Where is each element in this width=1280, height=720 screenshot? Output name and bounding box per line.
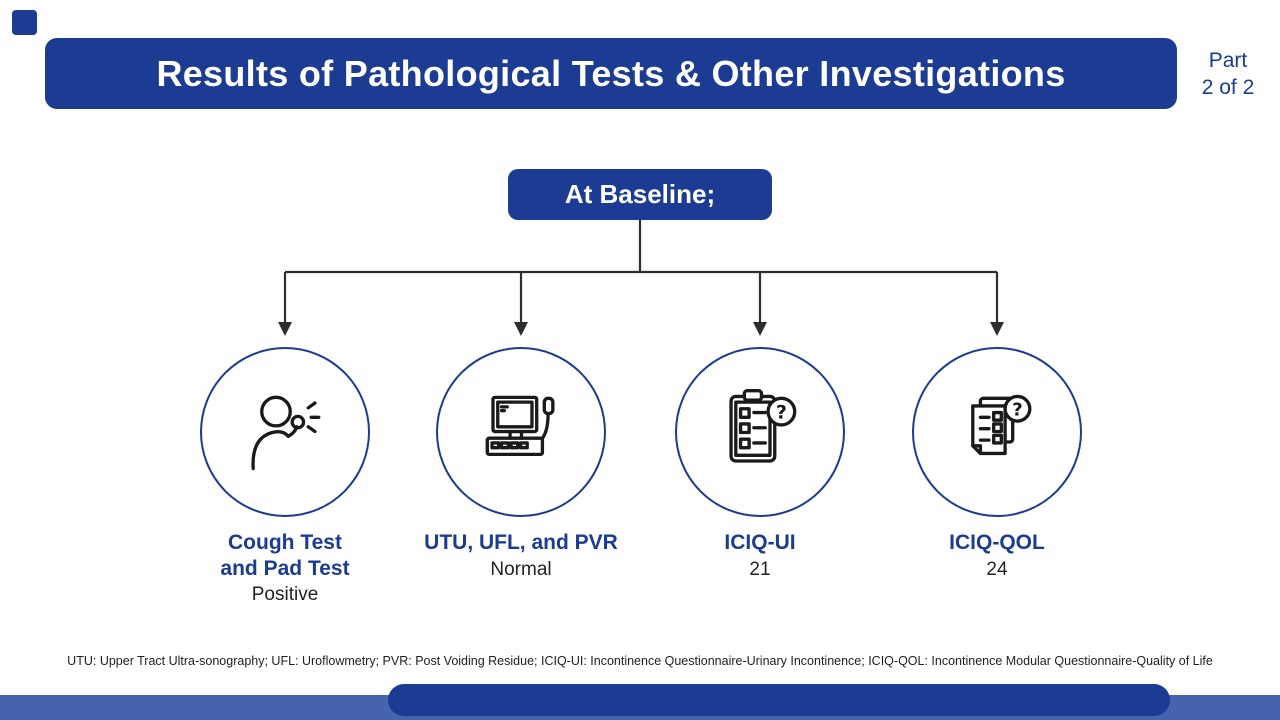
ultrasound-machine-icon bbox=[485, 395, 555, 456]
item-title: Cough Test and Pad Test bbox=[220, 530, 349, 581]
item-title: ICIQ-UI bbox=[724, 530, 795, 556]
item-value: 21 bbox=[749, 558, 771, 580]
item-title-line: ICIQ-UI bbox=[724, 531, 796, 554]
part-indicator-line1: Part bbox=[1208, 49, 1248, 72]
item-title: UTU, UFL, and PVR bbox=[424, 530, 618, 556]
icon-circle: ? bbox=[912, 347, 1082, 517]
svg-text:?: ? bbox=[775, 401, 786, 423]
item-title-line: Cough Test bbox=[228, 531, 342, 554]
item-value: 24 bbox=[986, 558, 1008, 580]
item-value: Normal bbox=[490, 558, 552, 580]
result-item-cough-pad-test: Cough Test and Pad Test Positive bbox=[170, 347, 400, 606]
result-item-utu-ufl-pvr: UTU, UFL, and PVR Normal bbox=[406, 347, 636, 581]
icon-circle bbox=[436, 347, 606, 517]
item-title-line: ICIQ-QOL bbox=[949, 531, 1045, 554]
baseline-node: At Baseline; bbox=[508, 169, 772, 220]
item-title-line: UTU, UFL, and PVR bbox=[424, 531, 618, 554]
page-title: Results of Pathological Tests & Other In… bbox=[156, 52, 1066, 94]
icon-circle: ? bbox=[675, 347, 845, 517]
item-value: Positive bbox=[251, 584, 319, 606]
flow-connector-lines bbox=[278, 220, 1004, 336]
baseline-label: At Baseline; bbox=[564, 179, 716, 209]
corner-accent-square bbox=[12, 10, 37, 35]
coughing-person-icon bbox=[250, 395, 320, 470]
bottom-bar bbox=[388, 684, 1170, 716]
icon-circle bbox=[200, 347, 370, 517]
part-indicator: Part 2 of 2 bbox=[1180, 47, 1276, 102]
result-item-iciq-ui: ? ICIQ-UI 21 bbox=[645, 347, 875, 581]
result-item-iciq-qol: ? ICIQ-QOL 24 bbox=[882, 347, 1112, 581]
part-indicator-line2: 2 of 2 bbox=[1201, 76, 1255, 100]
documents-question-icon: ? bbox=[970, 394, 1031, 455]
item-title-line: and Pad Test bbox=[220, 556, 350, 580]
svg-text:?: ? bbox=[1012, 399, 1022, 420]
footnote: UTU: Upper Tract Ultra-sonography; UFL: … bbox=[67, 654, 1213, 668]
header-bar: Results of Pathological Tests & Other In… bbox=[45, 38, 1177, 109]
clipboard-question-icon: ? bbox=[728, 388, 796, 463]
item-title: ICIQ-QOL bbox=[949, 530, 1045, 556]
